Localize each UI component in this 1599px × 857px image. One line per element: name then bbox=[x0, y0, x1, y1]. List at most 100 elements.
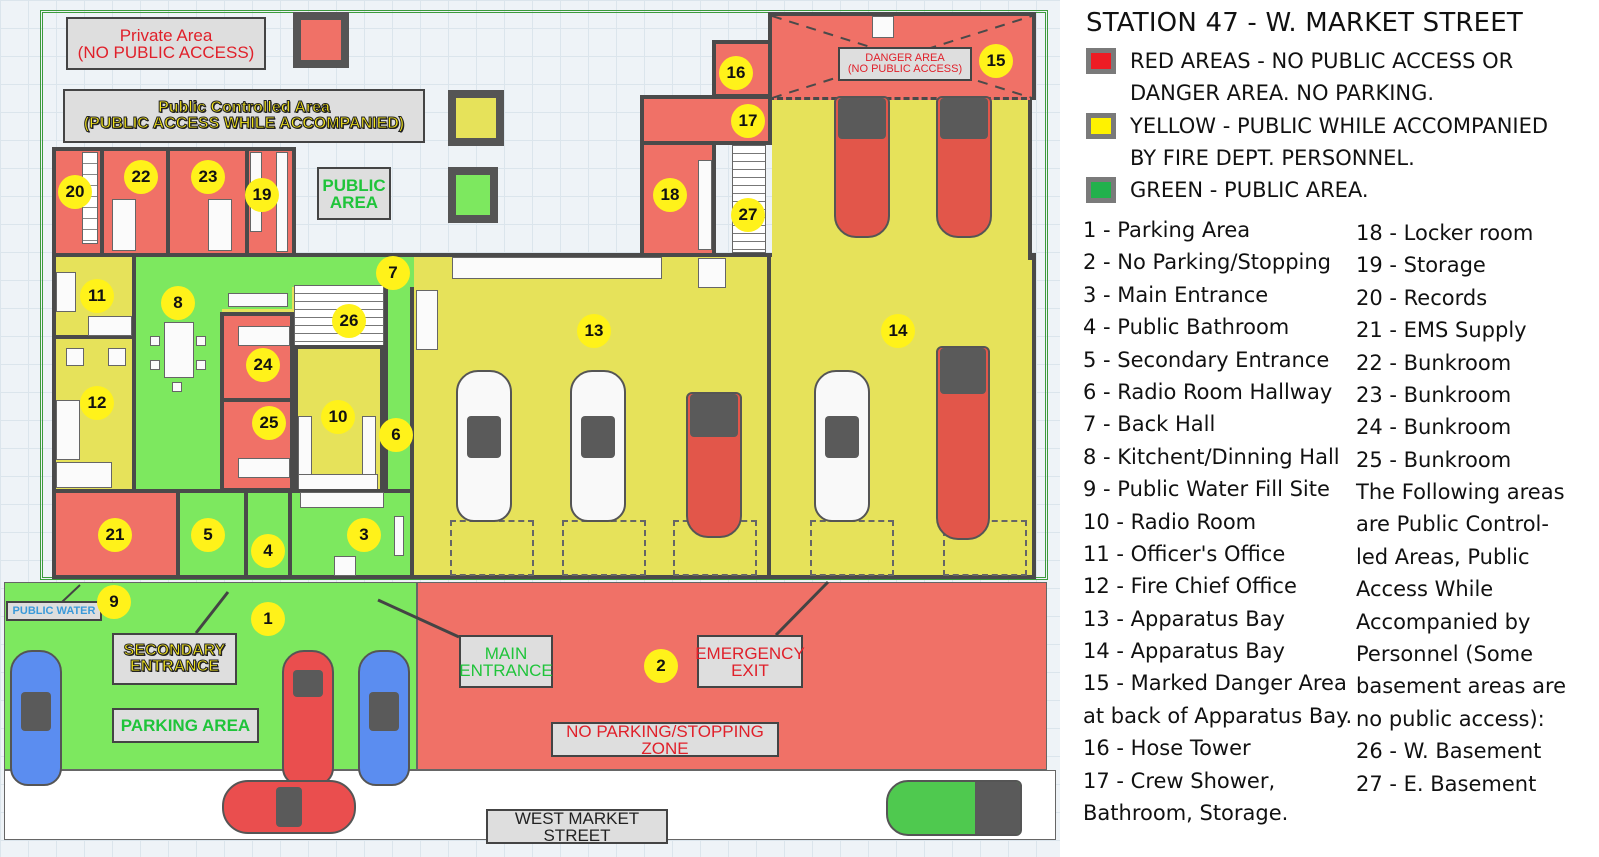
area-list-item: at back of Apparatus Bay. bbox=[1083, 703, 1353, 728]
area-marker-6[interactable]: 6 bbox=[379, 418, 413, 452]
room-secondary-entrance bbox=[176, 489, 248, 579]
area-marker-9[interactable]: 9 bbox=[97, 585, 131, 619]
green-swatch bbox=[1086, 177, 1116, 203]
street-red-car bbox=[222, 780, 356, 834]
leader-line bbox=[194, 591, 230, 634]
danger-area-sign: DANGER AREA (NO PUBLIC ACCESS) bbox=[838, 47, 972, 81]
area-marker-10[interactable]: 10 bbox=[321, 400, 355, 434]
main-entrance-sign: MAIN ENTRANCE bbox=[459, 635, 553, 688]
note-line: led Areas, Public bbox=[1356, 544, 1530, 569]
area-marker-8[interactable]: 8 bbox=[161, 286, 195, 320]
area-marker-20[interactable]: 20 bbox=[58, 175, 92, 209]
legend-key-text: YELLOW - PUBLIC WHILE ACCOMPANIED BY FIR… bbox=[1130, 114, 1549, 170]
area-marker-23[interactable]: 23 bbox=[191, 160, 225, 194]
vehicle-white-car bbox=[814, 370, 870, 522]
area-marker-14[interactable]: 14 bbox=[881, 314, 915, 348]
bed bbox=[112, 199, 136, 251]
bed bbox=[238, 326, 290, 346]
vehicle-window bbox=[368, 691, 400, 732]
area-marker-3[interactable]: 3 bbox=[347, 518, 381, 552]
area-marker-16[interactable]: 16 bbox=[719, 56, 753, 90]
bay-divider bbox=[767, 257, 771, 577]
hatch-line bbox=[772, 16, 1032, 98]
wall bbox=[132, 257, 136, 493]
note-line: no public access): bbox=[1356, 706, 1545, 731]
area-marker-27[interactable]: 27 bbox=[731, 198, 765, 232]
area-list-item: 24 - Bunkroom bbox=[1356, 415, 1512, 440]
area-marker-5[interactable]: 5 bbox=[191, 518, 225, 552]
area-list-item: 6 - Radio Room Hallway bbox=[1083, 379, 1333, 404]
legend-key-text: GREEN - PUBLIC AREA. bbox=[1130, 178, 1369, 202]
vehicle-red-truck bbox=[686, 392, 742, 538]
area-list-item: 21 - EMS Supply bbox=[1356, 318, 1527, 343]
area-list-item: 16 - Hose Tower bbox=[1083, 736, 1251, 761]
public-area-sign: PUBLIC AREA bbox=[317, 167, 391, 220]
area-marker-12[interactable]: 12 bbox=[80, 386, 114, 420]
area-list-item: 17 - Crew Shower, bbox=[1083, 768, 1276, 793]
area-marker-19[interactable]: 19 bbox=[245, 178, 279, 212]
legend-key-text: RED AREAS - NO PUBLIC ACCESS OR DANGER A… bbox=[1130, 49, 1514, 105]
street-name-sign: WEST MARKET STREET bbox=[486, 809, 668, 844]
danger-area-fixture bbox=[872, 16, 894, 38]
area-marker-2[interactable]: 2 bbox=[644, 649, 678, 683]
area-list-item: 15 - Marked Danger Area bbox=[1083, 671, 1347, 696]
area-marker-15[interactable]: 15 bbox=[979, 44, 1013, 78]
chair bbox=[108, 348, 126, 366]
area-list-col1: 1 - Parking Area 2 - No Parking/Stopping… bbox=[1083, 214, 1352, 829]
note-line: Personnel (Some bbox=[1356, 641, 1534, 666]
note-line: 27 - E. Basement bbox=[1356, 771, 1537, 796]
area-marker-25[interactable]: 25 bbox=[252, 406, 286, 440]
area-list-item: 10 - Radio Room bbox=[1083, 509, 1257, 534]
area-marker-11[interactable]: 11 bbox=[80, 279, 114, 313]
area-list-item: 3 - Main Entrance bbox=[1083, 282, 1269, 307]
vehicle-window bbox=[975, 782, 1020, 834]
chair bbox=[66, 348, 84, 366]
bed bbox=[208, 199, 232, 251]
room-radio-room-hallway bbox=[384, 287, 414, 493]
area-marker-21[interactable]: 21 bbox=[98, 518, 132, 552]
area-list-item: 7 - Back Hall bbox=[1083, 412, 1216, 437]
area-marker-17[interactable]: 17 bbox=[731, 104, 765, 138]
chair bbox=[150, 360, 160, 370]
area-list-item: 12 - Fire Chief Office bbox=[1083, 574, 1297, 599]
sign-leader-lines bbox=[61, 580, 830, 639]
area-marker-26[interactable]: 26 bbox=[332, 304, 366, 338]
legend-panel: STATION 47 - W. MARKET STREET RED AREAS … bbox=[1060, 0, 1599, 857]
dining-table bbox=[164, 322, 194, 378]
vehicle-window bbox=[940, 348, 986, 394]
note-line: Access While bbox=[1356, 577, 1494, 602]
area-list-item: 1 - Parking Area bbox=[1083, 218, 1251, 242]
area-list-item: 5 - Secondary Entrance bbox=[1083, 347, 1330, 372]
vehicle-window bbox=[276, 787, 302, 827]
fixture bbox=[698, 160, 712, 250]
area-marker-13[interactable]: 13 bbox=[577, 314, 611, 348]
area-marker-22[interactable]: 22 bbox=[124, 160, 158, 194]
area-marker-18[interactable]: 18 bbox=[653, 178, 687, 212]
area-marker-4[interactable]: 4 bbox=[251, 534, 285, 568]
legend-title: STATION 47 - W. MARKET STREET bbox=[1086, 8, 1524, 38]
vehicle-red-truck bbox=[834, 96, 890, 238]
bed bbox=[238, 458, 290, 478]
public-controlled-swatch bbox=[448, 90, 504, 146]
area-list-item: 4 - Public Bathroom bbox=[1083, 315, 1290, 340]
danger-area-hatching bbox=[772, 16, 1032, 98]
floor-plan: Private Area (NO PUBLIC ACCESS) Public C… bbox=[0, 0, 1060, 857]
area-marker-1[interactable]: 1 bbox=[251, 602, 285, 636]
chair bbox=[150, 336, 160, 346]
desk bbox=[56, 400, 80, 460]
legend-key-red: RED AREAS - NO PUBLIC ACCESS OR DANGER A… bbox=[1086, 48, 1513, 109]
red-swatch bbox=[1086, 48, 1116, 74]
area-marker-7[interactable]: 7 bbox=[376, 256, 410, 290]
cabinet bbox=[416, 290, 438, 350]
leader-line bbox=[774, 580, 830, 637]
area-list-item: 11 - Officer's Office bbox=[1083, 541, 1286, 566]
vehicle-white-car bbox=[456, 370, 512, 522]
wall bbox=[166, 149, 170, 255]
area-marker-24[interactable]: 24 bbox=[246, 348, 280, 382]
area-list-item: 25 - Bunkroom bbox=[1356, 447, 1512, 472]
area-list-item: 22 - Bunkroom bbox=[1356, 350, 1512, 375]
hatch-line bbox=[772, 16, 1032, 98]
leader-line bbox=[61, 584, 81, 603]
vehicle-window bbox=[20, 691, 52, 732]
chair bbox=[196, 336, 206, 346]
